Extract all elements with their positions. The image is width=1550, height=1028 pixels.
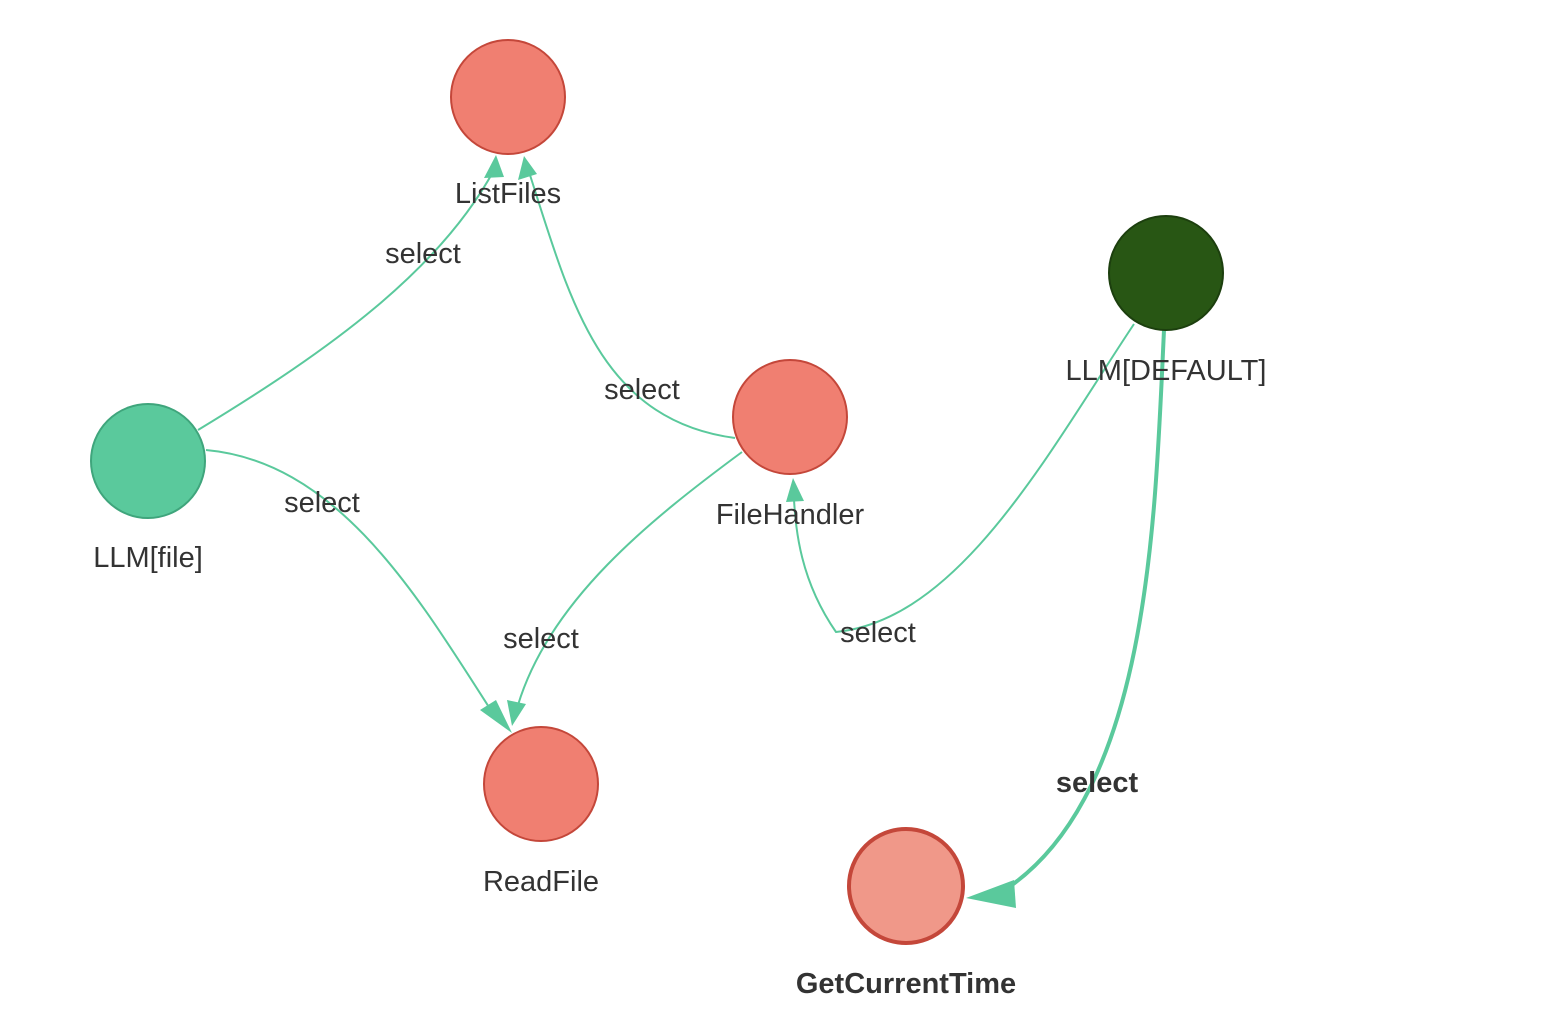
edge-arrowhead	[480, 700, 512, 733]
edge-filehandler-to-readfile[interactable]	[507, 451, 743, 726]
node-label: ReadFile	[483, 866, 599, 898]
node-readfile[interactable]	[483, 726, 599, 842]
edges-layer	[197, 155, 1166, 908]
edge-line[interactable]	[998, 329, 1166, 895]
edge-line[interactable]	[529, 174, 736, 439]
edge-arrowhead	[518, 156, 537, 180]
node-circle[interactable]	[847, 827, 965, 945]
node-getcurrenttime[interactable]	[847, 827, 965, 945]
node-label: GetCurrentTime	[796, 968, 1016, 1000]
edge-arrowhead	[507, 700, 526, 726]
edge-label: select	[1056, 767, 1139, 799]
edge-line[interactable]	[517, 451, 743, 706]
edge-line[interactable]	[793, 323, 1135, 634]
labels-layer: select select select select select select List…	[93, 178, 1266, 1000]
node-llm-default[interactable]	[1108, 215, 1224, 331]
node-label: FileHandler	[716, 499, 865, 531]
node-circle[interactable]	[483, 726, 599, 842]
node-listfiles[interactable]	[450, 39, 566, 155]
edge-label: select	[385, 238, 461, 270]
edge-label: select	[604, 374, 680, 406]
node-filehandler[interactable]	[732, 359, 848, 475]
node-circle[interactable]	[1108, 215, 1224, 331]
edge-arrowhead	[786, 478, 804, 502]
node-llm-file[interactable]	[90, 403, 206, 519]
node-circle[interactable]	[90, 403, 206, 519]
edge-llm-default-to-getcurrenttime[interactable]	[966, 329, 1166, 908]
edge-arrowhead	[484, 155, 504, 178]
edge-line[interactable]	[205, 449, 495, 716]
nodes-layer	[90, 39, 1224, 945]
node-label: LLM[DEFAULT]	[1066, 355, 1267, 387]
node-label: LLM[file]	[93, 542, 203, 574]
edge-line[interactable]	[197, 169, 495, 431]
edge-filehandler-to-listfiles[interactable]	[518, 156, 736, 439]
edge-label: select	[840, 617, 916, 649]
node-circle[interactable]	[450, 39, 566, 155]
edge-label: select	[284, 487, 360, 519]
node-label: ListFiles	[455, 178, 561, 210]
edge-label: select	[503, 623, 579, 655]
edge-llm-file-to-listfiles[interactable]	[197, 155, 504, 431]
node-circle[interactable]	[732, 359, 848, 475]
edge-llm-default-to-filehandler[interactable]	[786, 323, 1135, 634]
edge-llm-file-to-readfile[interactable]	[205, 449, 512, 733]
edge-arrowhead	[966, 880, 1016, 908]
